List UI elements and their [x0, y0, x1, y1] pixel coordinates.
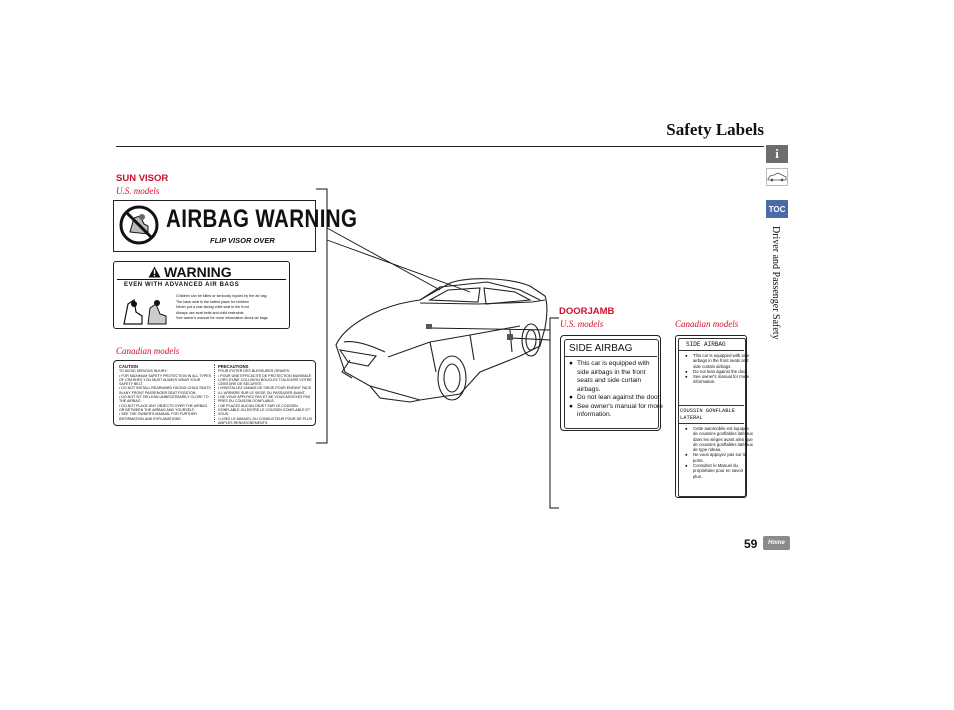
page-title: Safety Labels: [666, 120, 764, 139]
doorjamb-canadian-models: Canadian models: [675, 319, 739, 329]
airbag-warning-label: AIRBAG WARNING FLIP VISOR OVER: [113, 200, 357, 252]
side-airbag-label-canada: SIDE AIRBAG This car is equipped with si…: [675, 335, 753, 498]
section-label: Driver and Passenger Safety: [770, 226, 781, 340]
flip-visor-text: FLIP VISOR OVER: [210, 236, 275, 245]
side-airbag-title-canada: SIDE AIRBAG: [686, 341, 726, 348]
doorjamb-heading: DOORJAMB: [559, 306, 615, 317]
header-rule: [116, 146, 764, 147]
no-child-seat-icon: [119, 205, 159, 245]
info-tab[interactable]: i: [766, 145, 792, 163]
car-tab[interactable]: [766, 168, 792, 186]
warning-title: WARNING: [164, 264, 232, 280]
toc-tab[interactable]: TOC: [766, 200, 792, 218]
home-button[interactable]: Home: [763, 536, 790, 550]
caution-text: CAUTION TO AVOID SERIOUS INJURY: • FOR M…: [119, 364, 212, 421]
side-airbag-bullets-us: This car is equipped with side airbags i…: [568, 360, 663, 420]
sun-visor-heading: SUN VISOR: [116, 173, 169, 184]
precautions-text: PRECAUTIONS POUR EVITER DES BLESSURES GR…: [218, 364, 312, 425]
warning-label: WARNING EVEN WITH ADVANCED AIR BAGS Chil…: [113, 261, 290, 329]
info-icon: i: [766, 145, 788, 163]
airbag-warning-title: AIRBAG WARNING: [166, 205, 358, 233]
coussin-title: COUSSIN GONFLABLE LATERAL: [680, 408, 735, 421]
child-seat-airbag-icon: [123, 298, 167, 325]
sun-visor-us-models: U.S. models: [116, 186, 160, 196]
toc-button[interactable]: TOC: [766, 200, 788, 218]
coussin-bullets: Cette automobile est équipée de coussins…: [684, 426, 753, 479]
side-airbag-label-us: SIDE AIRBAG This car is equipped with si…: [560, 335, 663, 431]
car-icon: [766, 168, 788, 186]
side-airbag-title-us: SIDE AIRBAG: [569, 343, 633, 354]
sun-visor-canadian-models: Canadian models: [116, 346, 180, 356]
even-with-text: EVEN WITH ADVANCED AIR BAGS: [124, 282, 240, 288]
doorjamb-us-models: U.S. models: [560, 319, 604, 329]
page-number: 59: [744, 537, 758, 551]
warning-bullets: Children can be killed or seriously inju…: [176, 294, 268, 321]
caution-label: CAUTION TO AVOID SERIOUS INJURY: • FOR M…: [113, 360, 316, 426]
side-airbag-bullets-canada: This car is equipped with side airbags i…: [684, 353, 753, 385]
warning-triangle-icon: [148, 266, 161, 278]
